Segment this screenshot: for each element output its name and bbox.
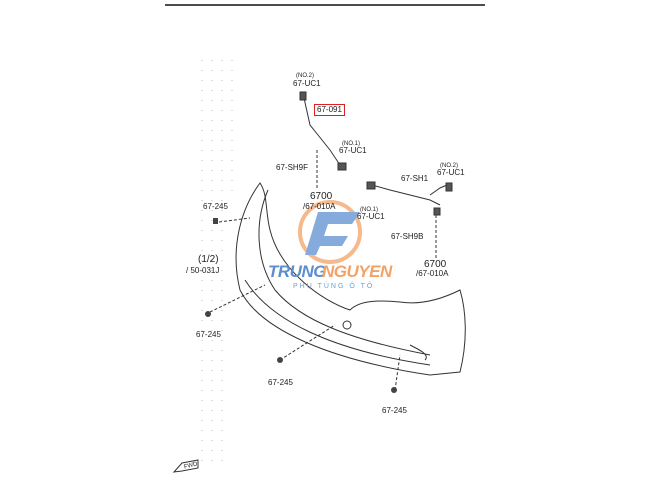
watermark-tagline: PHỤ TÙNG Ô TÔ: [293, 283, 375, 290]
label-code[interactable]: 6700: [310, 191, 333, 202]
label-note: (NO.1): [360, 207, 378, 213]
watermark-logo: [298, 200, 362, 264]
label-code[interactable]: 67-245: [382, 406, 407, 415]
label-code[interactable]: 67-245: [203, 202, 228, 211]
label-code[interactable]: 67-245: [268, 378, 293, 387]
label-code[interactable]: 67-UC1: [357, 212, 385, 221]
label-sub: /67-010A: [303, 202, 336, 211]
label-sub: / 50-031J: [186, 266, 220, 275]
label-code[interactable]: 67-SH9B: [391, 232, 424, 241]
fwd-arrow-icon: [172, 459, 199, 473]
label-code[interactable]: 67-SH9F: [276, 163, 309, 172]
label-code[interactable]: 67-UC1: [339, 146, 367, 155]
highlighted-part-label[interactable]: 67-091: [314, 104, 345, 116]
label-sub: /67-010A: [416, 269, 449, 278]
label-code[interactable]: 67-SH1: [401, 174, 429, 183]
label-code[interactable]: 67-UC1: [293, 79, 321, 88]
watermark-brand-a: TRUNG: [268, 262, 326, 281]
label-code[interactable]: 6700: [424, 259, 447, 270]
label-code[interactable]: 67-UC1: [437, 168, 465, 177]
bumper-outline: [235, 182, 466, 376]
clips: [205, 218, 397, 393]
label-note: (NO.2): [440, 163, 458, 169]
label-code[interactable]: (1/2): [198, 254, 219, 265]
harnesses: [299, 91, 453, 216]
label-note: (NO.1): [342, 141, 360, 147]
label-code[interactable]: 67-245: [196, 330, 221, 339]
label-note: (NO.2): [296, 73, 314, 79]
watermark-brand-b: NGUYEN: [322, 262, 392, 281]
dotted-guides: [201, 60, 233, 470]
leader-lines: [209, 150, 437, 391]
